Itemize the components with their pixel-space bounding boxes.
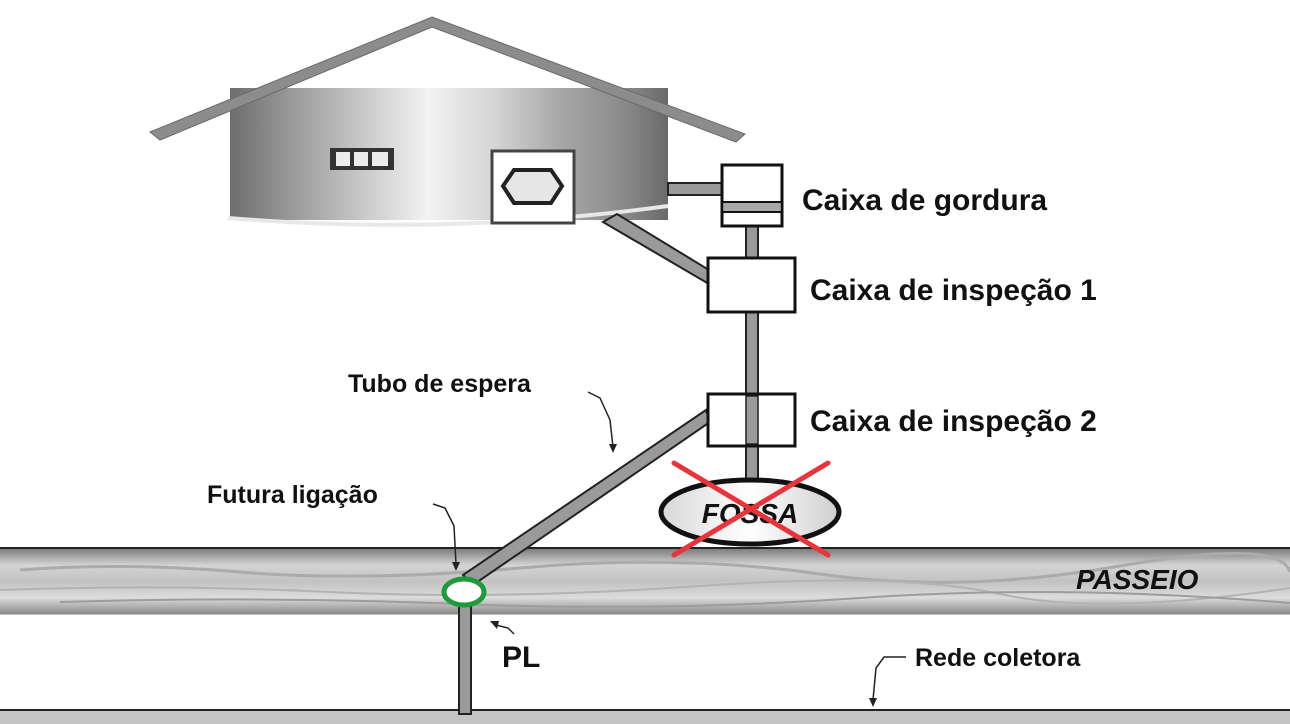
pipe-pl-to-rede	[458, 603, 472, 715]
rede-coletora-arrow	[872, 656, 906, 701]
pipe-ci1-to-ci2	[745, 311, 759, 395]
arrows	[432, 391, 906, 707]
pipe-house-to-ci1	[601, 212, 710, 286]
label-passeio: PASSEIO	[1076, 564, 1199, 595]
pipe-network	[458, 182, 759, 715]
label-caixa-de-gordura: Caixa de gordura	[802, 184, 1047, 217]
pipe-house-to-gordura	[667, 182, 723, 196]
pl-arrow	[495, 624, 515, 635]
house-door	[490, 149, 576, 225]
caixa-inspecao-2-box	[706, 392, 797, 448]
futura-ligacao-arrow	[432, 503, 457, 565]
caixa-inspecao-1-box	[706, 256, 797, 314]
fossa: FOSSA	[658, 460, 842, 558]
label-tubo-de-espera: Tubo de espera	[348, 370, 532, 398]
house	[149, 16, 746, 227]
house-roof	[149, 16, 746, 143]
rede-coletora-line	[0, 709, 1290, 724]
house-window	[330, 148, 394, 170]
label-caixa-de-inspecao-2: Caixa de inspeção 2	[810, 405, 1097, 438]
house-wall	[230, 88, 668, 220]
label-rede-coletora: Rede coletora	[915, 644, 1081, 672]
tubo-espera-arrow	[587, 391, 614, 448]
caixa-de-gordura-box	[720, 163, 784, 228]
pl-ring	[441, 576, 487, 608]
label-futura-ligacao: Futura ligação	[207, 481, 378, 509]
pipe-vertical-main	[745, 225, 759, 259]
fossa-label: FOSSA	[702, 498, 798, 529]
fossa-cross-icon	[671, 460, 831, 558]
label-caixa-de-inspecao-1: Caixa de inspeção 1	[810, 274, 1097, 307]
label-pl: PL	[502, 641, 540, 674]
sidewalk	[0, 547, 1290, 615]
